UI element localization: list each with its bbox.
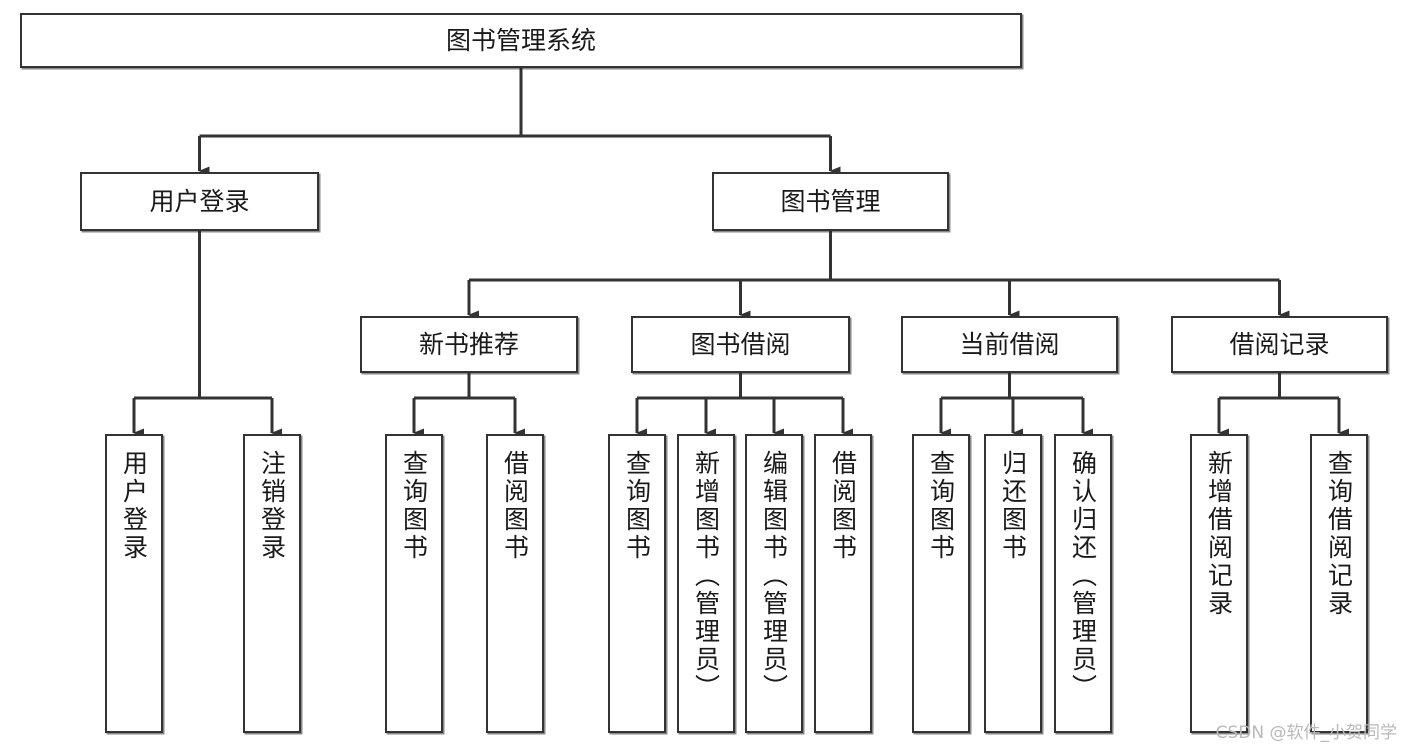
node-leaf-user-login-label: 用户登录	[119, 450, 149, 562]
node-book-borrow-label: 图书借阅	[690, 329, 791, 359]
node-leaf-edit-book[interactable]: 编辑图书（管理员）	[745, 434, 803, 733]
node-leaf-user-login[interactable]: 用户登录	[105, 434, 163, 733]
node-leaf-return-book[interactable]: 归还图书	[984, 434, 1042, 733]
node-new-book-recommend-label: 新书推荐	[418, 329, 519, 359]
node-leaf-edit-book-label: 编辑图书（管理员）	[759, 450, 789, 702]
node-new-book-recommend[interactable]: 新书推荐	[360, 316, 578, 373]
node-root[interactable]: 图书管理系统	[20, 13, 1022, 68]
node-leaf-query-book-3-label: 查询图书	[926, 450, 956, 562]
node-user-login-label: 用户登录	[149, 186, 250, 216]
node-current-borrow[interactable]: 当前借阅	[901, 316, 1118, 373]
node-leaf-query-borrow-record-label: 查询借阅记录	[1324, 450, 1354, 618]
node-leaf-add-borrow-record-label: 新增借阅记录	[1204, 450, 1234, 618]
node-leaf-logout-login[interactable]: 注销登录	[243, 434, 301, 733]
node-leaf-query-book-3[interactable]: 查询图书	[912, 434, 970, 733]
node-leaf-add-book-label: 新增图书（管理员）	[691, 450, 721, 702]
node-leaf-confirm-return-label: 确认归还（管理员）	[1068, 450, 1098, 702]
node-root-label: 图书管理系统	[445, 25, 596, 55]
node-borrow-record-label: 借阅记录	[1229, 329, 1330, 359]
node-leaf-query-borrow-record[interactable]: 查询借阅记录	[1310, 434, 1368, 733]
node-leaf-borrow-book-2-label: 借阅图书	[828, 450, 858, 562]
watermark-text: CSDN @软件_小贺同学	[1215, 723, 1397, 743]
node-leaf-return-book-label: 归还图书	[998, 450, 1028, 562]
node-book-manage[interactable]: 图书管理	[712, 172, 949, 231]
node-leaf-query-book-2[interactable]: 查询图书	[608, 434, 666, 733]
node-leaf-confirm-return[interactable]: 确认归还（管理员）	[1054, 434, 1112, 733]
node-current-borrow-label: 当前借阅	[959, 329, 1060, 359]
node-user-login[interactable]: 用户登录	[80, 172, 319, 231]
node-leaf-borrow-book-1[interactable]: 借阅图书	[486, 434, 544, 733]
node-leaf-borrow-book-1-label: 借阅图书	[500, 450, 530, 562]
node-leaf-query-book-1-label: 查询图书	[399, 450, 429, 562]
node-leaf-add-book[interactable]: 新增图书（管理员）	[677, 434, 735, 733]
node-leaf-borrow-book-2[interactable]: 借阅图书	[814, 434, 872, 733]
node-book-manage-label: 图书管理	[780, 186, 881, 216]
connector-lines	[132, 68, 1349, 438]
node-leaf-add-borrow-record[interactable]: 新增借阅记录	[1190, 434, 1248, 733]
node-book-borrow[interactable]: 图书借阅	[631, 316, 850, 373]
node-leaf-query-book-2-label: 查询图书	[622, 450, 652, 562]
node-borrow-record[interactable]: 借阅记录	[1171, 316, 1388, 373]
node-leaf-query-book-1[interactable]: 查询图书	[385, 434, 443, 733]
node-leaf-logout-login-label: 注销登录	[257, 450, 287, 562]
